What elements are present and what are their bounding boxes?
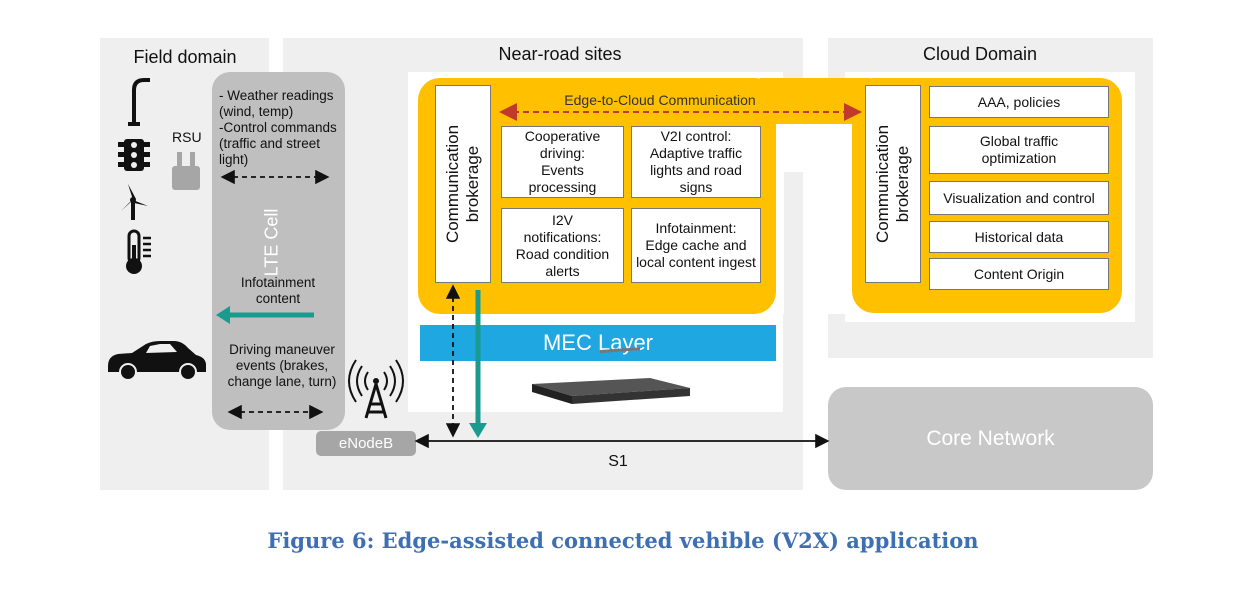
aaa-policies-box: AAA, policies: [929, 86, 1109, 118]
visualization-control-box: Visualization and control: [929, 181, 1109, 215]
core-network-box: Core Network: [828, 387, 1153, 490]
street-lamp-icon: [128, 78, 150, 126]
server-icon: [532, 347, 690, 404]
antenna-tower-icon: [348, 359, 404, 419]
lte-cell-block: [212, 72, 345, 430]
rsu-label: RSU: [172, 129, 202, 145]
content-origin-box: Content Origin: [929, 258, 1109, 290]
rsu-icon: [172, 152, 200, 190]
near-road-title: Near-road sites: [498, 44, 622, 64]
figure-caption: Figure 6: Edge-assisted connected vehibl…: [267, 528, 979, 553]
car-icon: [108, 341, 206, 381]
weather-readings-text: - Weather readings (wind, temp) -Control…: [219, 88, 337, 167]
cloud-brokerage-box: Communication brokerage: [865, 85, 921, 283]
thermometer-icon: [126, 229, 151, 274]
near-road-gap: [784, 172, 803, 412]
field-domain-title: Field domain: [133, 47, 237, 67]
infotainment-teal-arrowhead: [216, 306, 230, 324]
global-traffic-box: Global traffic optimization: [929, 126, 1109, 174]
driving-maneuver-text: Driving maneuver events (brakes, change …: [227, 342, 337, 389]
cloud-domain-title: Cloud Domain: [922, 44, 1038, 64]
infotainment-content-text: Infotainment content: [240, 275, 316, 306]
vertical-teal-arrowhead: [469, 423, 487, 438]
enodeb-label: eNodeB: [316, 431, 416, 456]
wind-turbine-icon: [121, 184, 148, 220]
s1-label: S1: [608, 453, 628, 470]
historical-data-box: Historical data: [929, 221, 1109, 253]
traffic-light-icon: [118, 139, 150, 171]
edge-brokerage-box: Communication brokerage: [435, 85, 491, 283]
